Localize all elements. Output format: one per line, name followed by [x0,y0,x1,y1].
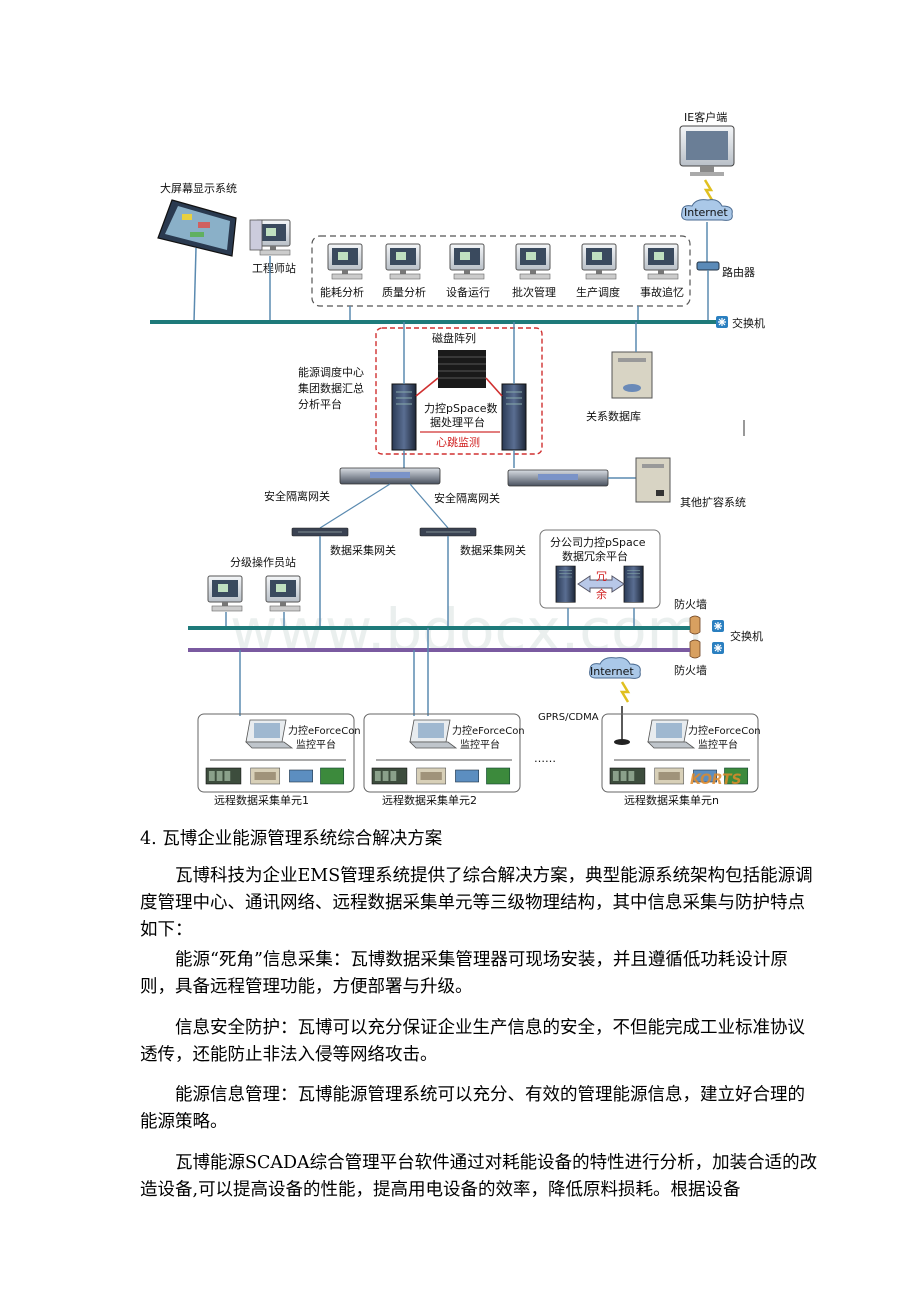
remote-unit-2-eforce-2: 监控平台 [460,738,500,751]
switch-bottom-label: 交换机 [730,629,763,643]
security-gateway-left-icon [339,467,441,485]
remote-unit-1-eforce-1: 力控eForceCon [288,724,361,737]
heartbeat-label: 心跳监测 [436,435,480,449]
workstation-label-4: 批次管理 [512,285,556,299]
center-label-3: 分析平台 [298,397,342,411]
internet-bottom-label: Internet [590,665,634,678]
pspace-platform-label-2: 据处理平台 [430,415,485,429]
paragraph-3-text: 信息安全防护：瓦博可以充分保证企业生产信息的安全，不但能完成工业标准协议透传，还… [140,1018,805,1065]
collect-gateway-2-icon [419,527,477,537]
workstation-label-6: 事故追忆 [640,285,684,299]
gprs-label: GPRS/CDMA [538,712,599,723]
workstation-icons [327,243,679,280]
data-center-frame [375,327,543,455]
other-systems-label: 其他扩容系统 [680,495,746,509]
remote-unit-n-frame [601,713,759,793]
remote-unit-n-eforce-2: 监控平台 [698,738,738,751]
paragraph-5-text: 瓦博能源SCADA综合管理平台软件通过对耗能设备的特性进行分析，加装合适的改造设… [140,1153,818,1200]
heading-text: 4. 瓦博企业能源管理系统综合解决方案 [140,829,443,849]
gateway-right-label: 安全隔离网关 [434,491,500,505]
branch-platform-label-2: 数据冗余平台 [562,549,628,563]
lightning-icon [703,179,714,201]
operator-station-1-icon [207,575,243,612]
branch-platform-frame [539,529,661,609]
remote-unit-2-eforce-1: 力控eForceCon [452,724,525,737]
remote-unit-1-label: 远程数据采集单元1 [214,793,309,807]
paragraph-2-text: 能源“死角”信息采集：瓦博数据采集管理器可现场安装，并且遵循低功耗设计原则，具备… [140,950,788,997]
paragraph-1-text: 瓦博科技为企业EMS管理系统提供了综合解决方案，典型能源系统架构包括能源调度管理… [140,866,813,940]
switch-top-label: 交换机 [732,316,765,330]
remote-unit-2-devices-icon [371,767,511,785]
security-gateway-right-icon [507,469,609,487]
operator-station-2-icon [265,575,301,612]
workstation-label-2: 质量分析 [382,285,426,299]
redundancy-label-2: 余 [596,587,607,601]
redundancy-label-1: 冗 [596,570,607,583]
remote-unit-2-laptop-icon [409,719,457,749]
big-screen-label: 大屏幕显示系统 [160,181,237,195]
paragraph-2: 能源“死角”信息采集：瓦博数据采集管理器可现场安装，并且遵循低功耗设计原则，具备… [140,947,820,1001]
internet-top-label: Internet [684,206,728,219]
router-label: 路由器 [722,265,755,279]
gateway-left-label: 安全隔离网关 [264,489,330,503]
disk-array-label: 磁盘阵列 [432,331,476,345]
section-heading: 4. 瓦博企业能源管理系统综合解决方案 [140,826,820,853]
remote-unit-n-eforce-1: 力控eForceCon [688,724,761,737]
workstation-group-frame [311,235,691,307]
relational-db-label: 关系数据库 [586,409,641,423]
remote-unit-1-frame [197,713,355,793]
paragraph-4: 能源信息管理：瓦博能源管理系统可以充分、有效的管理能源信息，建立好合理的能源策略… [140,1082,820,1136]
switch-bottom-icon-2 [711,641,725,655]
workstation-label-3: 设备运行 [446,285,490,299]
remote-unit-n-label: 远程数据采集单元n [624,793,719,807]
firewall-1-label: 防火墙 [674,597,707,611]
ellipsis-text: …… [534,752,556,765]
center-label-1: 能源调度中心 [298,365,364,379]
pspace-platform-label-1: 力控pSpace数 [424,401,498,415]
paragraph-3: 信息安全防护：瓦博可以充分保证企业生产信息的安全，不但能完成工业标准协议透传，还… [140,1015,820,1069]
switch-top-icon [715,315,729,329]
server-left-icon [391,383,417,451]
collect-gateway-1-label: 数据采集网关 [330,543,396,557]
engineer-station-label: 工程师站 [252,261,296,275]
remote-unit-1-laptop-icon [245,719,293,749]
paragraph-4-text: 能源信息管理：瓦博能源管理系统可以充分、有效的管理能源信息，建立好合理的能源策略… [140,1085,805,1132]
collect-gateway-1-icon [291,527,349,537]
branch-platform-label-1: 分公司力控pSpace [550,535,646,549]
operator-station-label: 分级操作员站 [230,555,296,569]
network-architecture-diagram: www.bdocx.com IE客户端 Internet 路由器 大屏幕显示系统… [150,110,765,807]
remote-unit-2-label: 远程数据采集单元2 [382,793,477,807]
remote-unit-1-devices-icon [205,767,345,785]
center-label-2: 集团数据汇总 [298,381,364,395]
korts-logo: KORTS [690,772,742,788]
branch-server-right-icon [623,565,644,603]
router-icon [696,261,720,271]
firewall-1-icon [689,615,701,635]
big-screen-display-icon [157,199,237,323]
ie-client-computer [679,125,735,176]
disk-array-icon [438,350,486,388]
antenna-icon [614,706,630,745]
remote-unit-2-frame [363,713,521,793]
ie-client-label: IE客户端 [684,110,727,124]
branch-server-left-icon [555,565,576,603]
relational-db-server-icon [611,351,653,399]
firewall-2-icon [689,639,701,659]
remote-unit-1-eforce-2: 监控平台 [296,738,336,751]
workstation-label-1: 能耗分析 [320,285,364,299]
switch-bottom-icon-1 [711,619,725,633]
other-systems-server-icon [635,457,671,503]
paragraph-1: 瓦博科技为企业EMS管理系统提供了综合解决方案，典型能源系统架构包括能源调度管理… [140,863,820,944]
server-right-icon [501,383,527,451]
paragraph-5: 瓦博能源SCADA综合管理平台软件通过对耗能设备的特性进行分析，加装合适的改造设… [140,1150,820,1204]
workstation-label-5: 生产调度 [576,285,620,299]
collect-gateway-2-label: 数据采集网关 [460,543,526,557]
firewall-2-label: 防火墙 [674,663,707,677]
